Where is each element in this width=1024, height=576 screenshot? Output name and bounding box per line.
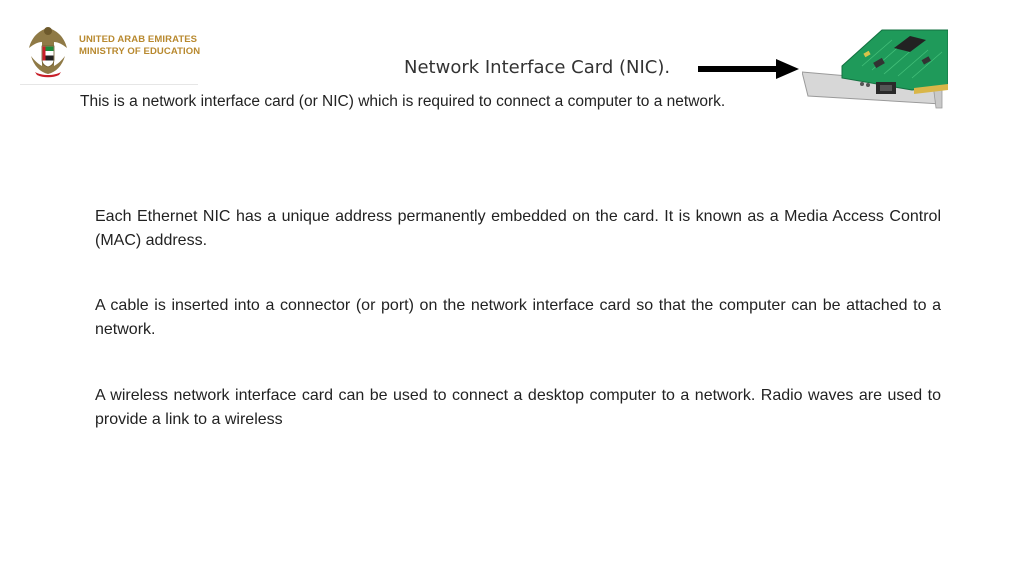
org-name-line1: UNITED ARAB EMIRATES [79, 34, 198, 45]
org-name-line2: MINISTRY OF EDUCATION [79, 46, 201, 57]
nic-card-icon [802, 29, 948, 109]
header-divider [20, 84, 198, 85]
intro-text: This is a network interface card (or NIC… [80, 93, 726, 110]
ministry-logo: UNITED ARAB EMIRATES MINISTRY OF EDUCATI… [26, 22, 201, 80]
paragraph-mac-address: Each Ethernet NIC has a unique address p… [95, 208, 941, 249]
paragraph-cable-port: A cable is inserted into a connector (or… [95, 297, 941, 338]
slide-title: Network Interface Card (NIC). [404, 57, 671, 78]
ministry-name: UNITED ARAB EMIRATES MINISTRY OF EDUCATI… [79, 34, 200, 58]
arrow-right-icon [698, 59, 799, 79]
paragraph-wireless-nic: A wireless network interface card can be… [95, 387, 941, 428]
uae-emblem-icon [29, 27, 67, 78]
